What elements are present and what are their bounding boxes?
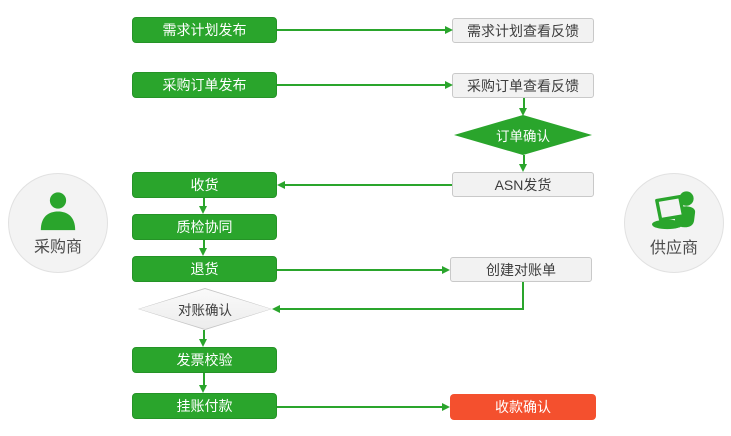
node-label: 挂账付款 <box>176 398 233 414</box>
node-label: 退货 <box>190 261 219 277</box>
node-label: 收货 <box>190 177 219 193</box>
node-purchase-order-feedback: 采购订单查看反馈 <box>452 73 594 98</box>
arrow-head <box>199 206 207 214</box>
node-label: 需求计划查看反馈 <box>467 22 579 39</box>
connector-purchase-order <box>277 84 445 86</box>
node-label: 采购订单查看反馈 <box>467 77 579 94</box>
node-create-statement: 创建对账单 <box>450 257 592 282</box>
node-statement-confirm-decision: 对账确认 <box>138 288 272 330</box>
node-payment-receipt-confirm: 收款确认 <box>450 394 596 420</box>
connector-feedback-to-order-confirm <box>523 98 525 109</box>
connector-statement-elbow-horizontal <box>280 308 524 310</box>
node-pending-payment: 挂账付款 <box>132 393 277 419</box>
node-order-confirm-decision: 订单确认 <box>454 115 592 155</box>
node-label: 需求计划发布 <box>162 22 247 38</box>
connector-asn-to-receive <box>285 184 452 186</box>
connector-quality-to-return <box>203 240 205 249</box>
arrow-head <box>519 164 527 172</box>
node-label: ASN发货 <box>494 176 552 193</box>
node-statement-confirm-fill: 对账确认 <box>139 289 271 329</box>
actor-supplier-label: 供应商 <box>649 239 698 257</box>
person-icon <box>35 190 81 232</box>
arrow-head <box>442 403 450 411</box>
arrow-head <box>445 26 453 34</box>
connector-order-confirm-to-asn <box>523 155 525 165</box>
person-laptop-icon <box>648 189 700 233</box>
actor-buyer-label: 采购商 <box>33 238 82 256</box>
connector-return-to-statement <box>277 269 442 271</box>
actor-buyer: 采购商 <box>8 173 108 273</box>
connector-invoice-to-payment <box>203 373 205 386</box>
node-asn-shipment: ASN发货 <box>452 172 594 197</box>
arrow-head <box>519 108 527 116</box>
arrow-head <box>272 305 280 313</box>
node-purchase-order-release: 采购订单发布 <box>132 72 277 98</box>
node-label: 收款确认 <box>495 399 551 415</box>
node-demand-plan-release: 需求计划发布 <box>132 17 277 43</box>
arrow-head <box>199 248 207 256</box>
node-label: 创建对账单 <box>486 261 556 278</box>
node-label: 质检协同 <box>176 219 233 235</box>
node-label: 发票校验 <box>176 352 233 368</box>
arrow-head <box>199 385 207 393</box>
node-label: 对账确认 <box>178 303 232 318</box>
connector-payment-to-receipt <box>277 406 442 408</box>
node-label: 订单确认 <box>496 129 550 144</box>
connector-receive-to-quality <box>203 198 205 207</box>
node-receive-goods: 收货 <box>132 172 277 198</box>
connector-demand-plan <box>277 29 445 31</box>
arrow-head <box>199 339 207 347</box>
node-demand-plan-feedback: 需求计划查看反馈 <box>452 18 594 43</box>
node-invoice-verification: 发票校验 <box>132 347 277 373</box>
arrow-head <box>445 81 453 89</box>
arrow-head <box>277 181 285 189</box>
arrow-head <box>442 266 450 274</box>
node-label: 采购订单发布 <box>162 77 247 93</box>
node-return-goods: 退货 <box>132 256 277 282</box>
actor-supplier: 供应商 <box>624 173 724 273</box>
connector-statement-elbow-vertical <box>522 282 524 310</box>
node-quality-inspection: 质检协同 <box>132 214 277 240</box>
connector-confirm-to-invoice <box>203 330 205 340</box>
